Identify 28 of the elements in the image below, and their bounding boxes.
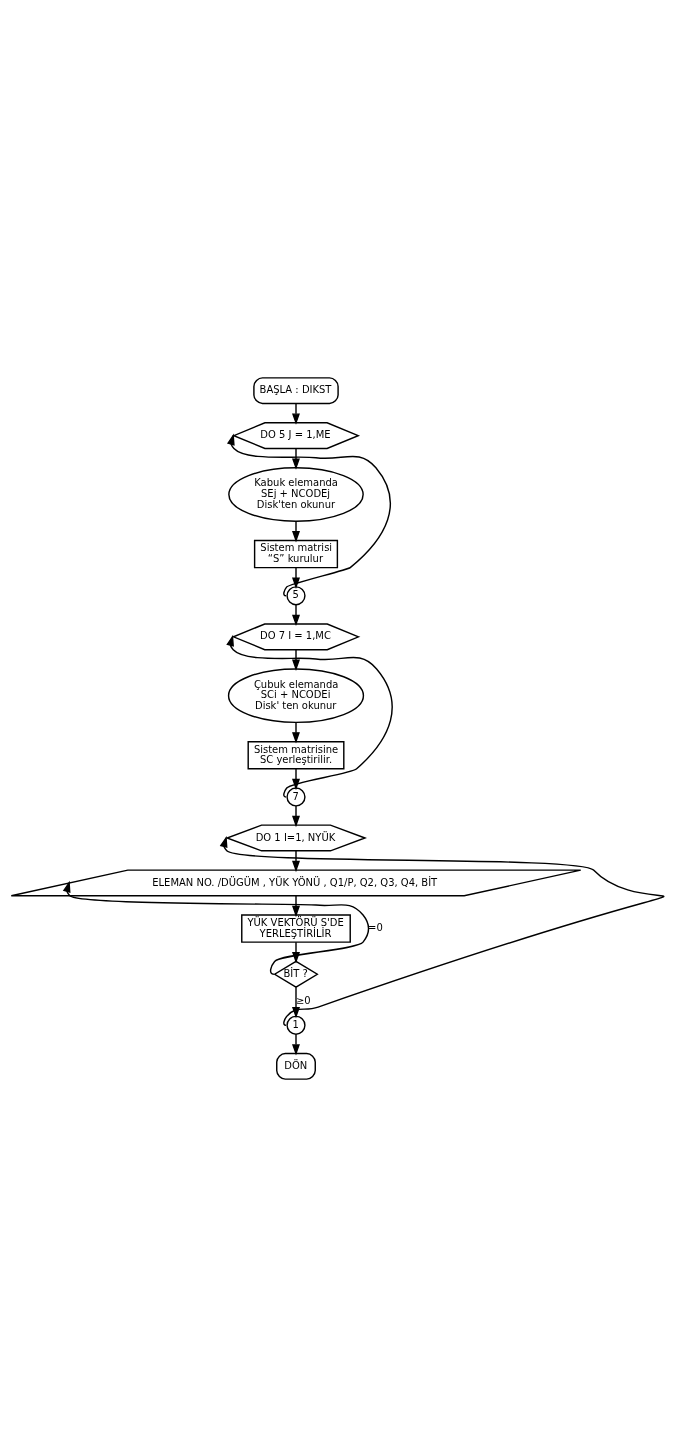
arrow <box>226 634 393 798</box>
node-box: DÖN <box>276 1052 316 1080</box>
arrow <box>292 849 300 872</box>
node-circle: 1 <box>286 1015 306 1035</box>
arrow <box>226 433 392 596</box>
arrow <box>292 721 300 744</box>
node-ellipse: Kabuk elemanda SEj + NCODEj Disk'ten okunur <box>228 466 364 522</box>
arrow <box>292 1033 300 1056</box>
node-box: BAŞLA : DIKST <box>253 376 339 404</box>
arrow <box>219 835 665 1026</box>
node-box: Sistem matrisi “S” kurulur <box>253 539 339 568</box>
node-circle: 7 <box>286 786 306 807</box>
arrow <box>292 804 300 827</box>
node-box: YÜK VEKTÖRÜ S'DE YERLEŞTİRİLİR <box>241 913 351 943</box>
arrow <box>292 648 300 671</box>
node-circle: 5 <box>286 585 306 605</box>
arrow <box>292 402 300 425</box>
node-diamond: BİT ? <box>273 960 319 988</box>
edge-label: ≥0 <box>296 994 311 1006</box>
arrow <box>292 447 300 470</box>
arrow <box>62 880 370 975</box>
node-box: Sistem matrisine SC yerleştirilir. <box>247 740 345 769</box>
arrow <box>292 894 300 917</box>
edge-label: =0 <box>368 921 383 933</box>
arrow <box>292 767 300 790</box>
arrow <box>292 520 300 542</box>
node-ellipse: Çubuk elemanda SCi + NCODEi Disk' ten okunur <box>227 667 365 723</box>
arrow <box>292 603 300 626</box>
